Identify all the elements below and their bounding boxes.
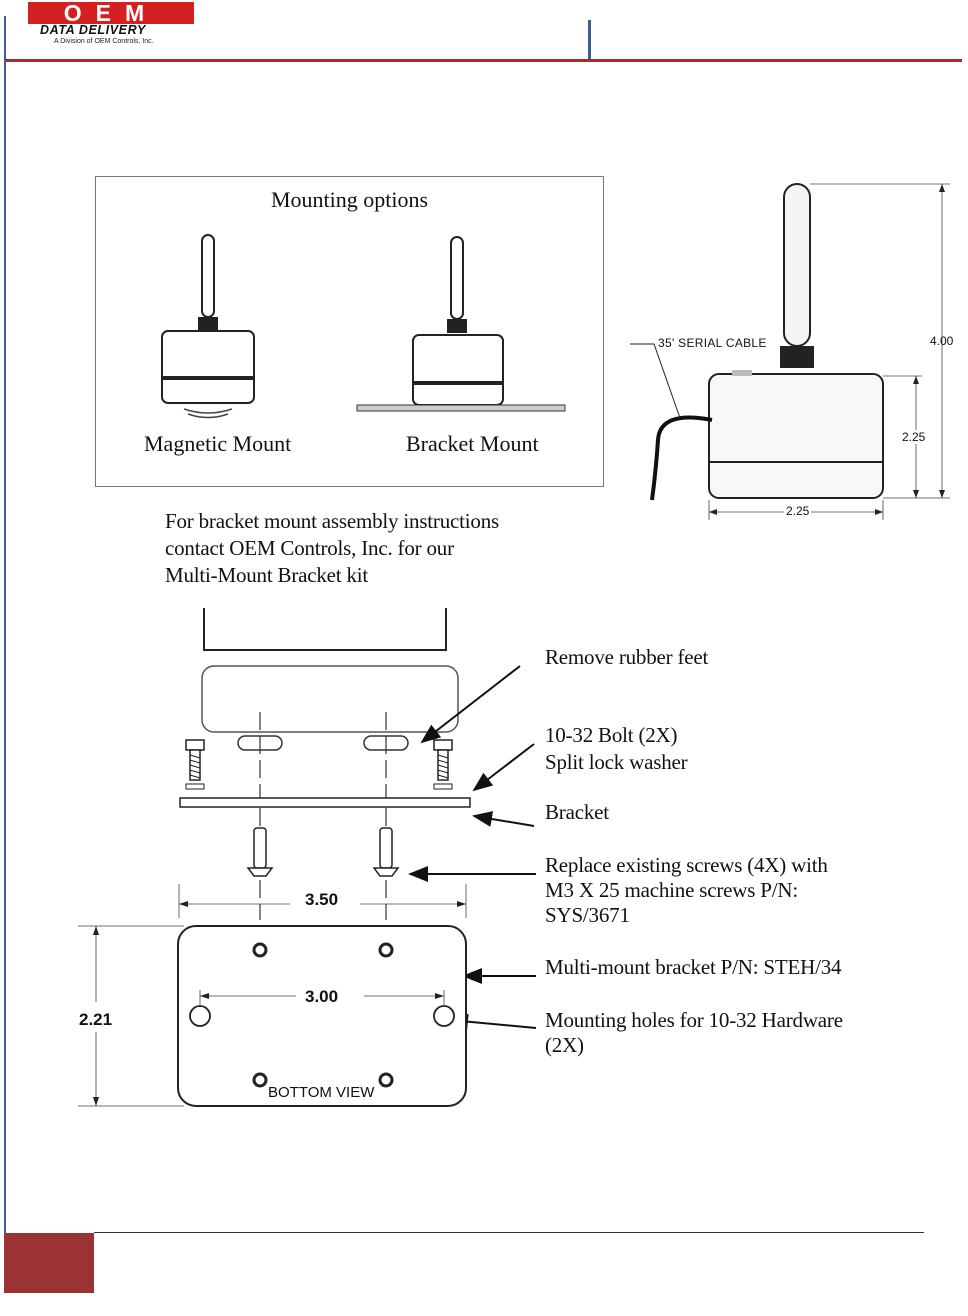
footer-rule: [94, 1232, 924, 1233]
serial-cable-label: 35' SERIAL CABLE: [658, 336, 767, 350]
logo-tagline: DATA DELIVERY: [40, 23, 146, 37]
instructions-line-1: For bracket mount assembly instructions: [165, 509, 499, 533]
callout-screws-3: SYS/3671: [545, 903, 630, 927]
callout-bolt-2: Split lock washer: [545, 750, 688, 774]
width-body-dimension: 2.25: [784, 504, 812, 518]
mounting-options-title: Mounting options: [270, 187, 429, 212]
bolt-left-icon: [185, 739, 205, 790]
side-view-drawing: [630, 183, 950, 520]
height-dimension: 2.21: [79, 1010, 113, 1029]
machine-screw-right-icon: [372, 827, 400, 877]
footer-block: [4, 1233, 94, 1293]
callout-rubber-feet: Remove rubber feet: [545, 645, 709, 669]
mounting-options-box: Mounting options Magnetic Mount Bracket …: [95, 176, 604, 487]
logo-subtitle: A Division of OEM Controls, Inc.: [54, 38, 154, 45]
magnetic-mount-label: Magnetic Mount: [144, 431, 292, 456]
left-margin-line: [4, 60, 6, 1235]
callout-arrows: [408, 665, 537, 1030]
callout-holes-1: Mounting holes for 10-32 Hardware: [545, 1008, 843, 1032]
header-divider: [588, 20, 591, 60]
instructions-line-3: Multi-Mount Bracket kit: [165, 563, 369, 587]
bolt-right-icon: [433, 739, 453, 790]
callout-holes-2: (2X): [545, 1033, 584, 1057]
machine-screw-left-icon: [246, 827, 274, 877]
bottom-view-drawing: [78, 925, 467, 1107]
bottom-view-label: BOTTOM VIEW: [268, 1084, 375, 1101]
callout-bolt-1: 10-32 Bolt (2X): [545, 723, 678, 747]
callout-screws-1: Replace existing screws (4X) with: [545, 853, 828, 877]
instructions-line-2: contact OEM Controls, Inc. for our: [165, 536, 454, 560]
header-left-rule: [4, 16, 6, 62]
logo-word: OEM: [64, 2, 158, 24]
bracket-mount-illustration: [356, 236, 566, 412]
height-body-dimension: 2.25: [902, 430, 926, 444]
width-holes-dimension: 3.00: [305, 987, 339, 1006]
header: OEM DATA DELIVERY A Division of OEM Cont…: [0, 0, 968, 64]
callout-multimount: Multi-mount bracket P/N: STEH/34: [545, 955, 842, 979]
magnetic-mount-illustration: [161, 234, 255, 419]
callout-bracket: Bracket: [545, 800, 609, 824]
oem-logo: OEM: [28, 2, 194, 24]
bracket-assembly-drawing: [178, 608, 471, 920]
callout-screws-2: M3 X 25 machine screws P/N:: [545, 878, 798, 902]
height-total-dimension: 4.00: [930, 334, 954, 348]
bracket-mount-label: Bracket Mount: [406, 431, 539, 456]
header-bottom-rule: [4, 59, 962, 62]
width-outer-dimension: 3.50: [305, 890, 339, 909]
